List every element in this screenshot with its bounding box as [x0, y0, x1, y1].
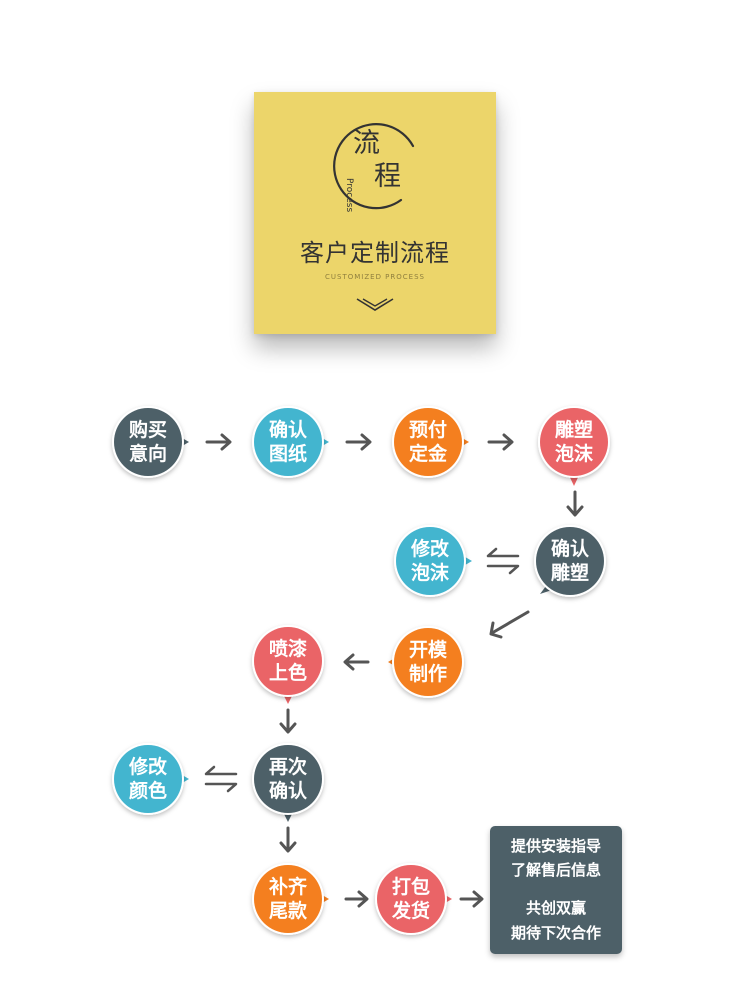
- after-sales-line-2: 了解售后信息: [510, 861, 601, 879]
- node-line-2: 雕塑: [550, 562, 589, 584]
- node-line-1: 修改: [410, 538, 449, 560]
- node-line-1: 打包: [391, 876, 430, 898]
- header-card: 流 程 Process 客户定制流程 CUSTOMIZED PROCESS: [254, 92, 496, 334]
- arrow-down-icon: [566, 490, 584, 517]
- node-shape-n8: [252, 625, 324, 704]
- step-reconfirm: 再次确认: [249, 750, 327, 808]
- node-line-2: 意向: [128, 443, 167, 465]
- step-modify-foam: 修改泡沫: [391, 532, 469, 590]
- arrow-left-icon: [343, 653, 370, 671]
- node-shape-n7: [388, 626, 464, 698]
- step-modify-color: 修改颜色: [109, 750, 187, 808]
- harpoon-swap-icon: [486, 547, 520, 575]
- node-line-1: 雕塑: [554, 419, 593, 441]
- arrow-right-icon: [459, 890, 484, 908]
- node-line-2: 泡沫: [410, 562, 449, 584]
- after-sales-line-3: 共创双赢: [525, 899, 586, 917]
- chevron-down-icon: [356, 298, 394, 311]
- node-line-1: 开模: [408, 639, 447, 661]
- node-line-1: 补齐: [268, 876, 307, 898]
- node-line-1: 确认: [550, 538, 589, 560]
- arrow-right-icon: [345, 433, 372, 451]
- node-shape-n1: [112, 406, 189, 478]
- step-make-mold: 开模制作: [389, 633, 467, 691]
- node-line-2: 确认: [268, 780, 307, 802]
- step-prepay-deposit: 预付定金: [389, 413, 467, 471]
- arrow-down-icon: [279, 708, 297, 734]
- arrow-right-icon: [487, 433, 514, 451]
- after-sales-line-4: 期待下次合作: [510, 924, 601, 942]
- arrow-right-icon: [344, 890, 369, 908]
- node-shape-n5: [534, 525, 606, 597]
- node-shape-n10: [112, 743, 189, 815]
- node-line-2: 定金: [408, 443, 447, 465]
- node-line-1: 喷漆: [268, 638, 307, 660]
- title-char-liu: 流: [353, 128, 380, 159]
- node-shape-n2: [252, 406, 329, 478]
- title-ring-icon: [333, 123, 415, 210]
- node-line-2: 制作: [408, 663, 447, 685]
- node-line-2: 尾款: [268, 900, 307, 922]
- harpoon-swap-icon: [204, 765, 238, 793]
- node-shape-n12: [375, 863, 452, 935]
- step-sculpt-foam: 雕塑泡沫: [535, 413, 613, 471]
- node-line-2: 发货: [391, 900, 430, 922]
- node-line-1: 购买: [128, 419, 167, 441]
- step-pack-ship: 打包发货: [372, 870, 450, 928]
- step-spray-paint: 喷漆上色: [249, 632, 327, 690]
- node-line-2: 泡沫: [554, 443, 593, 465]
- step-confirm-drawing: 确认图纸: [249, 413, 327, 471]
- after-sales-box: 提供安装指导 了解售后信息 共创双赢 期待下次合作: [490, 826, 622, 954]
- node-shape-n9: [252, 743, 324, 822]
- page-subtitle: CUSTOMIZED PROCESS: [325, 273, 425, 281]
- arrow-down-left-icon: [489, 610, 530, 639]
- node-line-2: 图纸: [268, 443, 307, 465]
- node-shape-n4: [538, 406, 610, 486]
- title-char-cheng: 程: [374, 161, 401, 192]
- node-line-1: 修改: [128, 756, 167, 778]
- step-purchase-intent: 购买意向: [109, 413, 187, 471]
- arrow-right-icon: [205, 433, 232, 451]
- after-sales-line-1: 提供安装指导: [510, 837, 601, 855]
- node-shape-n6: [394, 525, 472, 597]
- page-title: 客户定制流程: [300, 239, 450, 267]
- step-confirm-sculpture: 确认雕塑: [531, 532, 609, 590]
- node-line-1: 确认: [268, 419, 307, 441]
- node-line-1: 预付: [408, 419, 447, 441]
- node-line-1: 再次: [268, 756, 307, 778]
- node-shape-n11: [252, 863, 329, 935]
- step-pay-balance: 补齐尾款: [249, 870, 327, 928]
- node-line-2: 上色: [268, 662, 307, 684]
- node-line-2: 颜色: [128, 780, 167, 802]
- node-shape-n3: [392, 406, 469, 478]
- arrow-down-icon: [279, 826, 297, 853]
